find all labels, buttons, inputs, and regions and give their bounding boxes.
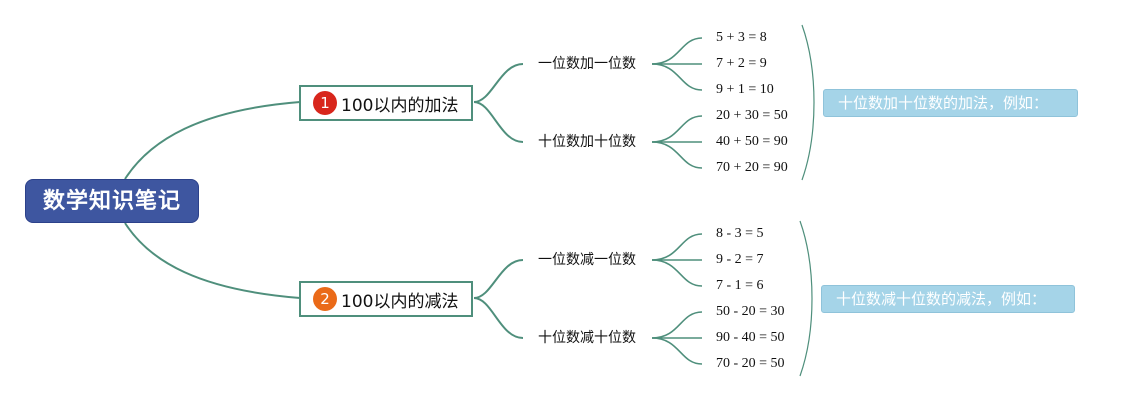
connector-sub-1-2-leaf-3 [651, 141, 703, 169]
leaf-equation[interactable]: 20 + 30 = 50 [716, 108, 788, 123]
main-topic-label: 100以内的减法 [341, 291, 459, 312]
leaf-equation[interactable]: 8 - 3 = 5 [716, 226, 764, 241]
connector-topic-2-sub-1 [473, 259, 524, 299]
summary-bracket-2 [799, 220, 813, 377]
connector-root-topic-2 [124, 222, 301, 299]
leaf-equation[interactable]: 40 + 50 = 90 [716, 134, 788, 149]
summary-bracket-1 [801, 24, 815, 181]
main-topic-subtraction[interactable]: 2 100以内的减法 [299, 281, 473, 317]
connector-sub-2-1-leaf-3 [651, 259, 703, 287]
summary-note-addition[interactable]: 十位数加十位数的加法，例如： [823, 89, 1078, 117]
connector-root-topic-1 [124, 101, 301, 180]
connector-sub-2-2-leaf-3 [651, 337, 703, 365]
subtopic-single-digit-subtraction[interactable]: 一位数减一位数 [538, 252, 636, 268]
leaf-equation[interactable]: 70 + 20 = 90 [716, 160, 788, 175]
connector-sub-2-2-leaf-1 [651, 311, 703, 339]
connector-topic-1-sub-2 [473, 101, 524, 143]
connector-topic-1-sub-1 [473, 63, 524, 103]
leaf-equation[interactable]: 5 + 3 = 8 [716, 30, 767, 45]
subtopic-tens-subtraction[interactable]: 十位数减十位数 [538, 330, 636, 346]
main-topic-label: 100以内的加法 [341, 95, 459, 116]
connector-sub-1-1-leaf-3 [651, 63, 703, 91]
main-topic-addition[interactable]: 1 100以内的加法 [299, 85, 473, 121]
leaf-equation[interactable]: 50 - 20 = 30 [716, 304, 785, 319]
leaf-equation[interactable]: 70 - 20 = 50 [716, 356, 785, 371]
leaf-equation[interactable]: 7 - 1 = 6 [716, 278, 764, 293]
connector-topic-2-sub-2 [473, 297, 524, 339]
leaf-equation[interactable]: 9 - 2 = 7 [716, 252, 764, 267]
leaf-equation[interactable]: 9 + 1 = 10 [716, 82, 774, 97]
root-topic[interactable]: 数学知识笔记 [25, 179, 199, 223]
number-badge-1: 1 [313, 91, 337, 115]
leaf-equation[interactable]: 7 + 2 = 9 [716, 56, 767, 71]
summary-note-subtraction[interactable]: 十位数减十位数的减法，例如： [821, 285, 1075, 313]
connector-sub-1-1-leaf-1 [651, 37, 703, 65]
number-badge-2: 2 [313, 287, 337, 311]
leaf-equation[interactable]: 90 - 40 = 50 [716, 330, 785, 345]
subtopic-single-digit-addition[interactable]: 一位数加一位数 [538, 56, 636, 72]
connector-sub-1-2-leaf-1 [651, 115, 703, 143]
subtopic-tens-addition[interactable]: 十位数加十位数 [538, 134, 636, 150]
connector-sub-2-1-leaf-1 [651, 233, 703, 261]
